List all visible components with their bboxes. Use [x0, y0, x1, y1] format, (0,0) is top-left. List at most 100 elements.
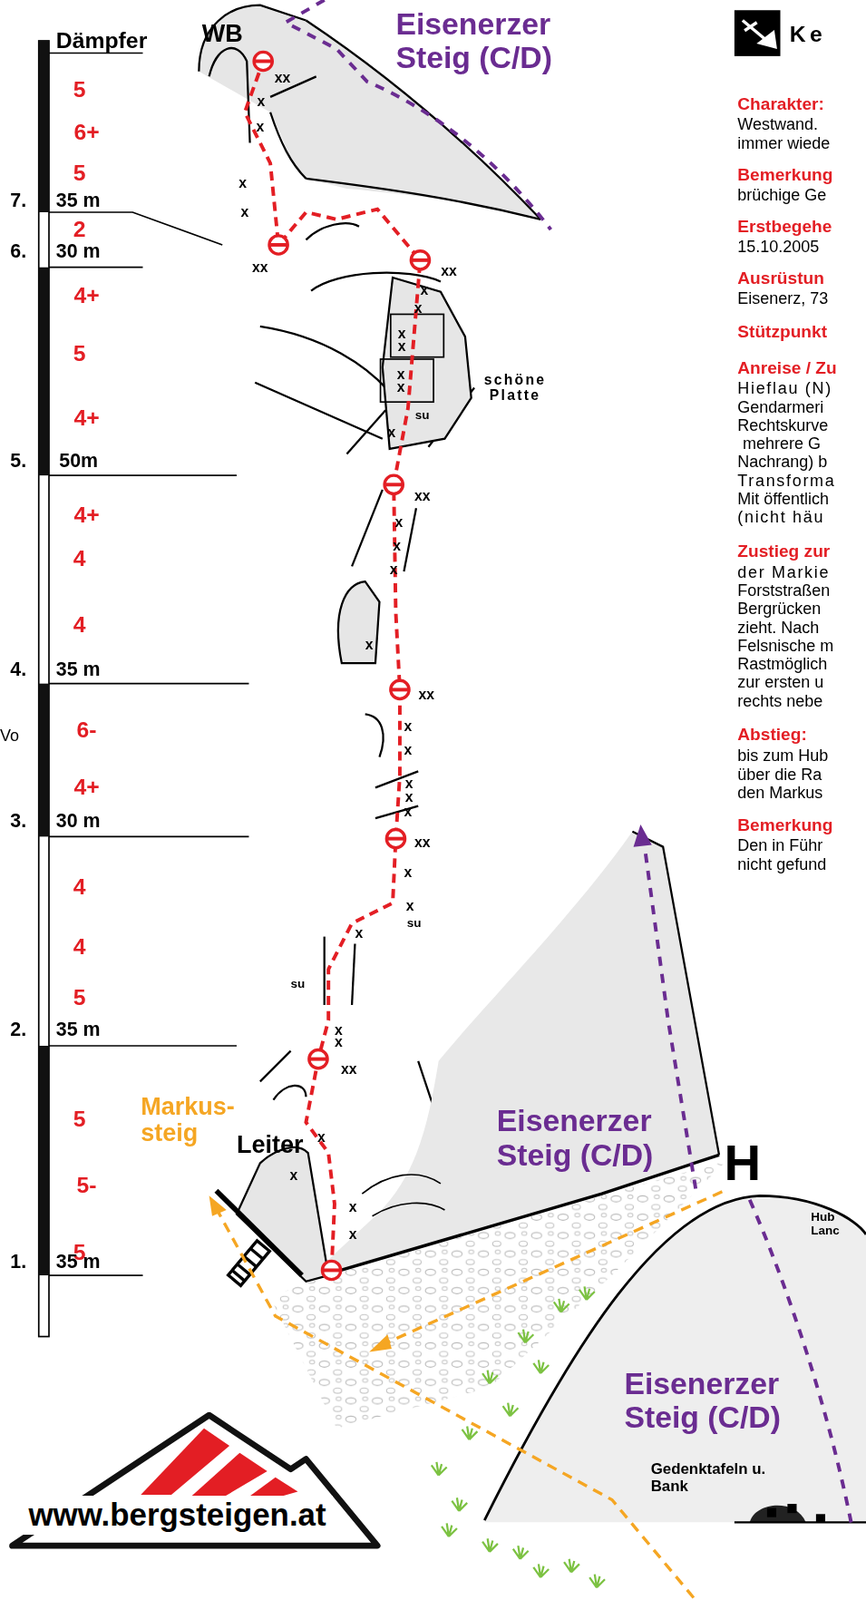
topo-path	[484, 1195, 866, 1520]
scale-heading: Dämpfer	[56, 28, 147, 53]
topo-path	[351, 943, 355, 1004]
topo-path	[48, 212, 223, 245]
grade-label: 5	[73, 985, 87, 1011]
info-text: 15.10.2005	[737, 237, 819, 256]
bolt-mark: x	[349, 1198, 358, 1215]
grade-label: 5	[73, 77, 87, 102]
topo-path	[365, 713, 384, 757]
topo-path	[270, 112, 306, 179]
topo-path	[48, 682, 249, 685]
info-text: der Markie	[737, 563, 830, 582]
topo-g	[228, 1240, 271, 1285]
sanduhr-mark: su	[291, 977, 306, 992]
bolt-mark: x	[388, 424, 397, 440]
pitch-length: 35 m	[56, 1019, 101, 1041]
topo-rect	[38, 40, 49, 1337]
bolt-mark: x	[404, 718, 413, 734]
topo-use	[441, 1522, 458, 1537]
trail-label: Eisenerzer Steig (C/D)	[496, 1103, 686, 1171]
bolt-mark: x	[405, 775, 414, 791]
grade-label: 5	[73, 1106, 87, 1131]
sanduhr-mark: su	[407, 916, 422, 931]
info-heading: Bemerkung	[737, 817, 833, 837]
bolt-mark: x	[414, 300, 423, 316]
info-heading: Erstbegehe	[737, 217, 832, 237]
topo-rect	[787, 1503, 797, 1513]
topo-use	[579, 1285, 595, 1300]
info-heading: Abstieg:	[737, 726, 807, 746]
topo-rect	[380, 359, 434, 402]
grade-label: 5	[73, 341, 87, 367]
info-heading: Bemerkung	[737, 165, 833, 185]
topo-use	[517, 1329, 534, 1343]
bolt-mark: x	[398, 339, 407, 355]
topo-use	[589, 1574, 605, 1588]
topo-use	[482, 1537, 498, 1552]
bolt-mark: x	[404, 864, 413, 880]
topo-path	[209, 1195, 227, 1216]
topo-g	[285, 0, 852, 1526]
topo-path	[338, 581, 380, 663]
info-text: Felsnische m	[737, 636, 834, 655]
info-text: zur ersten u	[737, 673, 824, 692]
panel-heading: Ke	[789, 22, 828, 48]
bolt-mark: x	[394, 514, 403, 530]
info-text: Eisenerz, 73	[737, 290, 828, 309]
pitch-number: 1.	[9, 1251, 27, 1273]
topo-path	[644, 846, 696, 1189]
topo-path	[272, 1085, 306, 1100]
info-text: Forststraßen	[737, 581, 830, 600]
hut-label: H	[724, 1134, 762, 1191]
bolt-mark: x	[290, 1167, 299, 1183]
logo-box: www.bergsteigen.at	[22, 1495, 333, 1535]
bolt-mark: x	[317, 1129, 326, 1146]
grade-label: 2	[73, 216, 87, 242]
bolt-mark: x	[404, 741, 413, 758]
bolt-mark: x	[255, 119, 264, 136]
topo-path	[260, 326, 389, 390]
bolt-mark: x	[420, 282, 429, 299]
topo-path	[305, 178, 541, 220]
topo-g	[260, 489, 439, 1184]
topo-path	[346, 409, 386, 454]
grade-label: 4+	[73, 406, 99, 431]
topo-path	[484, 1195, 866, 1522]
topo-use	[533, 1359, 549, 1373]
topo-path	[633, 824, 652, 847]
trail-label: Eisenerzer Steig (C/D)	[623, 1365, 813, 1433]
grade-label: 4	[73, 613, 87, 638]
info-heading: Zustieg zur	[737, 542, 830, 562]
topo-path	[48, 1274, 143, 1276]
bolt-mark: x	[349, 1226, 358, 1242]
pitch-number: 2.	[9, 1019, 27, 1041]
info-text: den Markus	[737, 783, 823, 802]
pitch-length: 35 m	[56, 1251, 101, 1273]
info-text: Den in Führ	[737, 836, 823, 856]
bolt-mark: x	[406, 897, 415, 914]
info-text: Nachrang) b	[737, 453, 828, 472]
topo-path	[372, 1202, 446, 1216]
grade-label: 4+	[73, 502, 99, 527]
topo-rect	[816, 1513, 826, 1522]
pitch-length: 30 m	[56, 241, 101, 263]
topo-use	[513, 1545, 529, 1559]
pitch-number: 7.	[9, 190, 27, 212]
grade-label: 4+	[73, 283, 99, 309]
logo-url: www.bergsteigen.at	[28, 1496, 326, 1532]
memorial-label: Gedenktafeln u. Bank	[651, 1459, 769, 1494]
topo-path	[254, 382, 383, 439]
topo-path	[734, 1520, 866, 1523]
info-text: Rechtskurve	[737, 416, 828, 435]
info-text: zieht. Nach	[737, 618, 819, 637]
bolt-mark: x	[355, 925, 364, 942]
topo-rect	[390, 313, 444, 357]
bolt-mark: x	[334, 1034, 343, 1051]
info-heading: Anreise / Zu	[737, 360, 837, 380]
info-text: (nicht häu	[737, 507, 825, 526]
info-text: bis zum Hub	[737, 747, 828, 766]
grade-label: 4+	[73, 775, 99, 800]
bolt-mark: xx	[418, 686, 435, 702]
trail-label: Markus- steig	[140, 1092, 253, 1147]
